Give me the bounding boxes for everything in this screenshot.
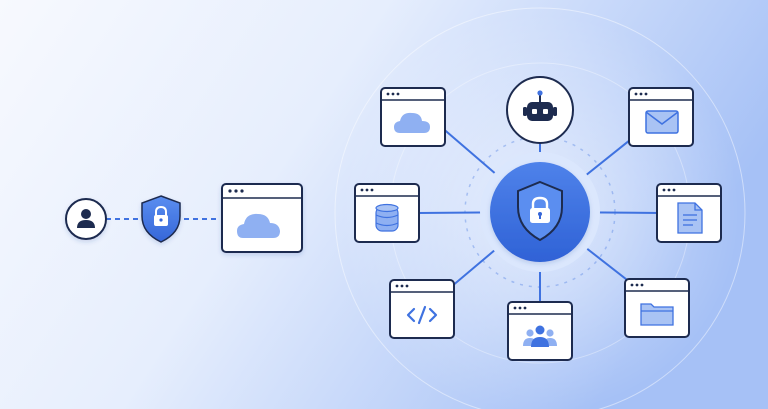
left-lock-icon: [154, 205, 168, 226]
hub-shield-icon: [517, 180, 563, 242]
background-ring-outer: [334, 7, 746, 409]
cloud-icon: [394, 112, 430, 133]
database-window: [354, 183, 420, 243]
robot-icon: [523, 90, 557, 121]
user-icon: [77, 209, 95, 228]
left-cloud-icon: [237, 213, 280, 238]
document-window: [656, 183, 722, 243]
document-icon: [677, 202, 703, 234]
folder-icon: [640, 303, 674, 326]
cloud-window: [380, 87, 446, 147]
left-window-dots: [228, 189, 244, 193]
database-icon: [375, 203, 399, 232]
mail-window: [628, 87, 694, 147]
code-icon: [406, 305, 438, 325]
code-window: [389, 279, 455, 339]
team-window: [507, 301, 573, 361]
folder-window: [624, 278, 690, 338]
mail-icon: [645, 110, 679, 134]
robot-node: [506, 76, 574, 144]
team-icon: [523, 325, 557, 347]
